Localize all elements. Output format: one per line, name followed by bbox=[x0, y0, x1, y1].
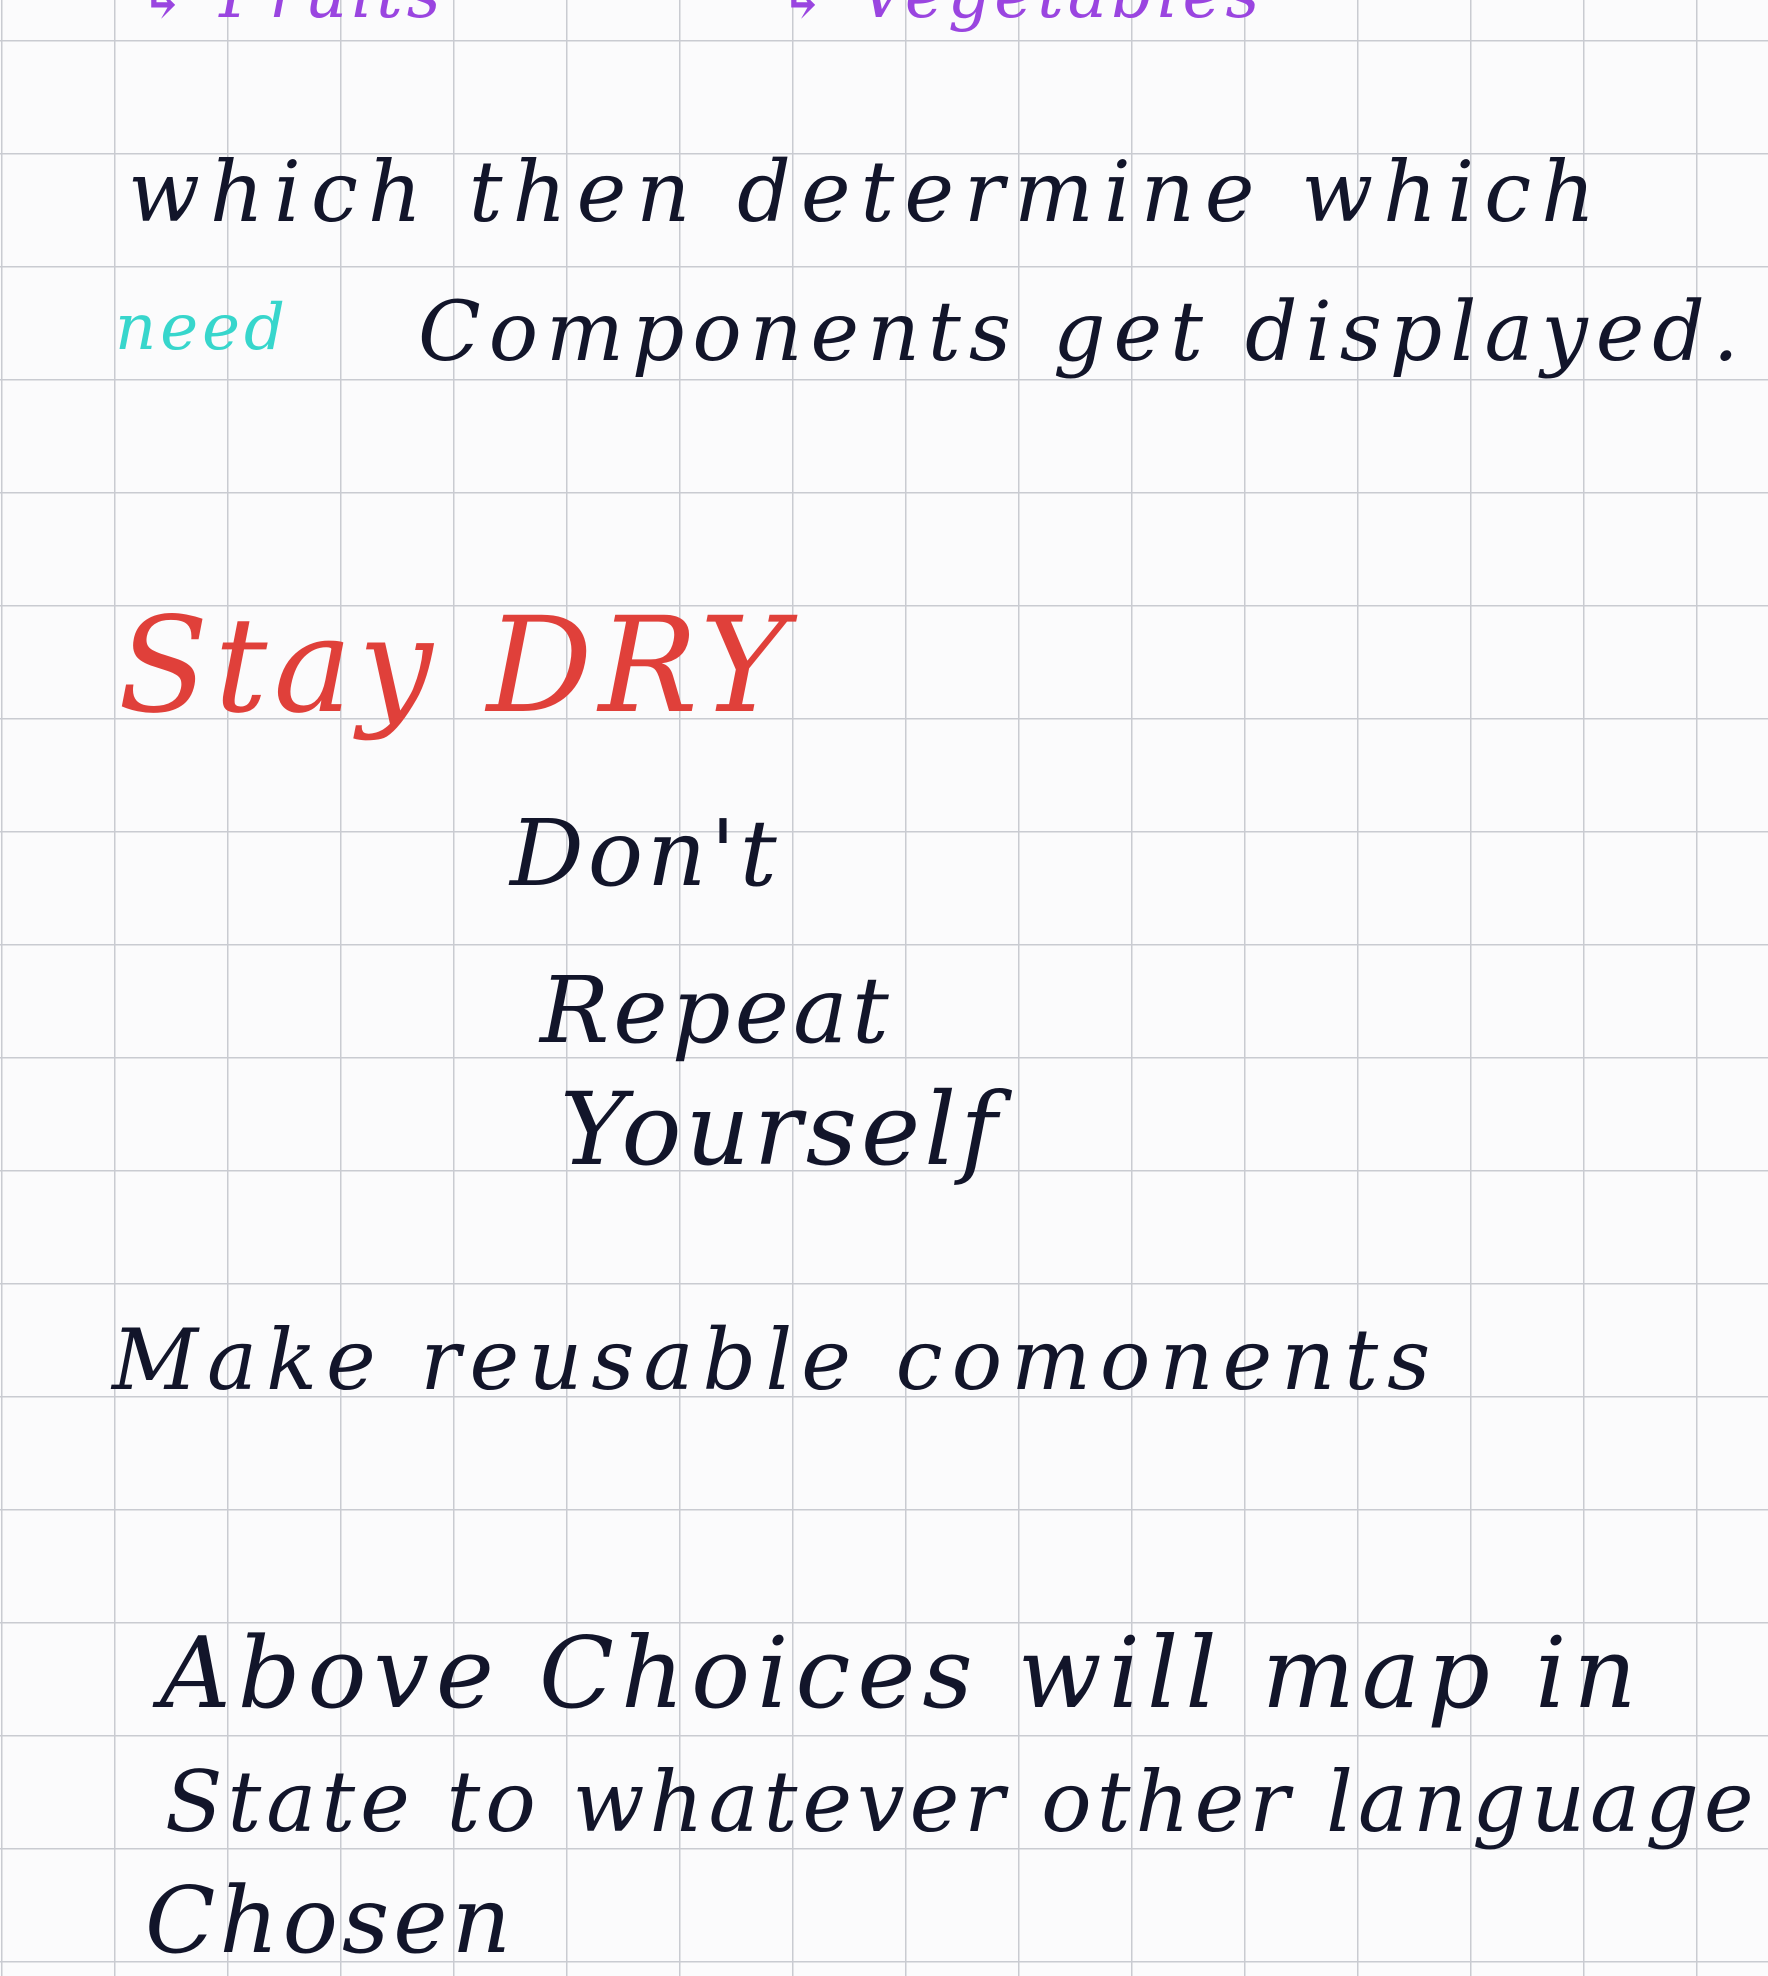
make-reusable-components: Make reusable comonents bbox=[112, 1311, 1440, 1409]
sentence-line-2: Components get displayed. bbox=[418, 285, 1747, 380]
stay-dry-heading: Stay DRY bbox=[118, 589, 793, 743]
fruits-label: ↳ Fruits bbox=[135, 0, 445, 28]
paragraph-line-1: Above Choices will map in bbox=[160, 1617, 1644, 1731]
acronym-dont: Don't bbox=[510, 800, 781, 907]
paragraph-line-3: Chosen bbox=[145, 1867, 515, 1974]
inserted-word-need: need bbox=[115, 291, 289, 365]
paragraph-line-2: State to whatever other language bbox=[165, 1753, 1759, 1851]
acronym-repeat: Repeat bbox=[540, 957, 893, 1064]
acronym-yourself: Yourself bbox=[560, 1071, 1002, 1188]
sentence-line-1: which then determine which bbox=[128, 143, 1606, 241]
vegetables-label: ↳ Vegetables bbox=[775, 0, 1263, 28]
